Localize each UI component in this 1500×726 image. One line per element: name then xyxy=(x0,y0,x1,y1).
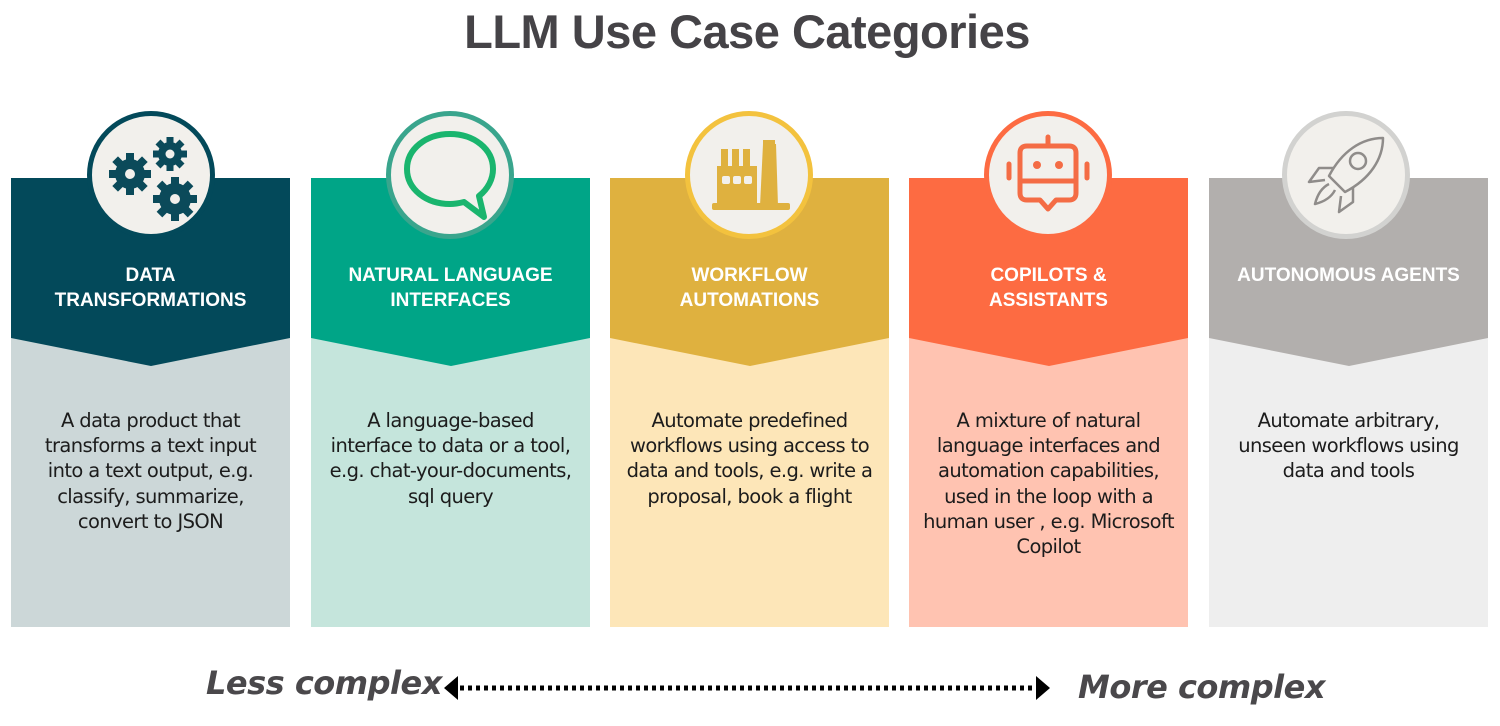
card-description: A data product that transforms a text in… xyxy=(44,409,257,533)
page-title: LLM Use Case Categories xyxy=(464,5,1030,58)
icon-circle xyxy=(87,111,215,239)
card-description: A language-based interface to data or a … xyxy=(329,409,572,508)
complexity-scale: Less complex More complex xyxy=(0,660,1500,720)
factory-icon xyxy=(712,140,790,210)
card-title-line: AUTOMATIONS xyxy=(679,290,820,311)
card-description: A mixture of natural language interfaces… xyxy=(923,409,1174,559)
card-description: Automate arbitrary, unseen workflows usi… xyxy=(1238,409,1459,483)
category-card-data-transformations: DATA TRANSFORMATIONS A data product that… xyxy=(11,178,290,627)
card-header-band xyxy=(11,178,290,368)
gears-icon xyxy=(109,137,197,221)
card-title: AUTONOMOUS AGENTS xyxy=(1209,263,1488,288)
category-card-workflow-automations: WORKFLOW AUTOMATIONS Automate predefined… xyxy=(610,178,889,627)
category-card-autonomous-agents: AUTONOMOUS AGENTS Automate arbitrary, un… xyxy=(1209,178,1488,627)
card-title-line: AUTONOMOUS AGENTS xyxy=(1237,265,1460,286)
card-title: NATURAL LANGUAGE INTERFACES xyxy=(311,263,590,313)
card-header-band xyxy=(610,178,889,368)
double-arrow-icon xyxy=(444,676,1050,700)
robot-chat-icon xyxy=(1006,134,1090,212)
card-header-band xyxy=(311,178,590,368)
category-card-natural-language-interfaces: NATURAL LANGUAGE INTERFACES A language-b… xyxy=(311,178,590,627)
card-title-line: NATURAL LANGUAGE xyxy=(348,265,553,286)
card-title-line: WORKFLOW xyxy=(691,265,808,286)
icon-circle xyxy=(1282,111,1410,239)
category-card-copilots-assistants: COPILOTS & ASSISTANTS A mixture of natur… xyxy=(909,178,1188,627)
less-complex-label: Less complex xyxy=(206,664,442,702)
card-title-line: COPILOTS & xyxy=(990,265,1107,286)
card-title-line: INTERFACES xyxy=(390,290,511,311)
more-complex-label: More complex xyxy=(1078,668,1325,706)
card-title-line: DATA xyxy=(125,265,176,286)
card-description: Automate predefined workflows using acce… xyxy=(626,409,873,508)
card-title: WORKFLOW AUTOMATIONS xyxy=(610,263,889,313)
icon-circle xyxy=(984,111,1112,239)
rocket-icon xyxy=(1307,136,1385,214)
card-header-band xyxy=(909,178,1188,368)
speech-bubble-icon xyxy=(404,131,496,220)
card-title: COPILOTS & ASSISTANTS xyxy=(909,263,1188,313)
icon-circle xyxy=(386,111,514,239)
card-title: DATA TRANSFORMATIONS xyxy=(11,263,290,313)
card-title-line: TRANSFORMATIONS xyxy=(54,290,247,311)
icon-circle xyxy=(685,111,813,239)
card-header-band xyxy=(1209,178,1488,368)
card-title-line: ASSISTANTS xyxy=(989,290,1108,311)
